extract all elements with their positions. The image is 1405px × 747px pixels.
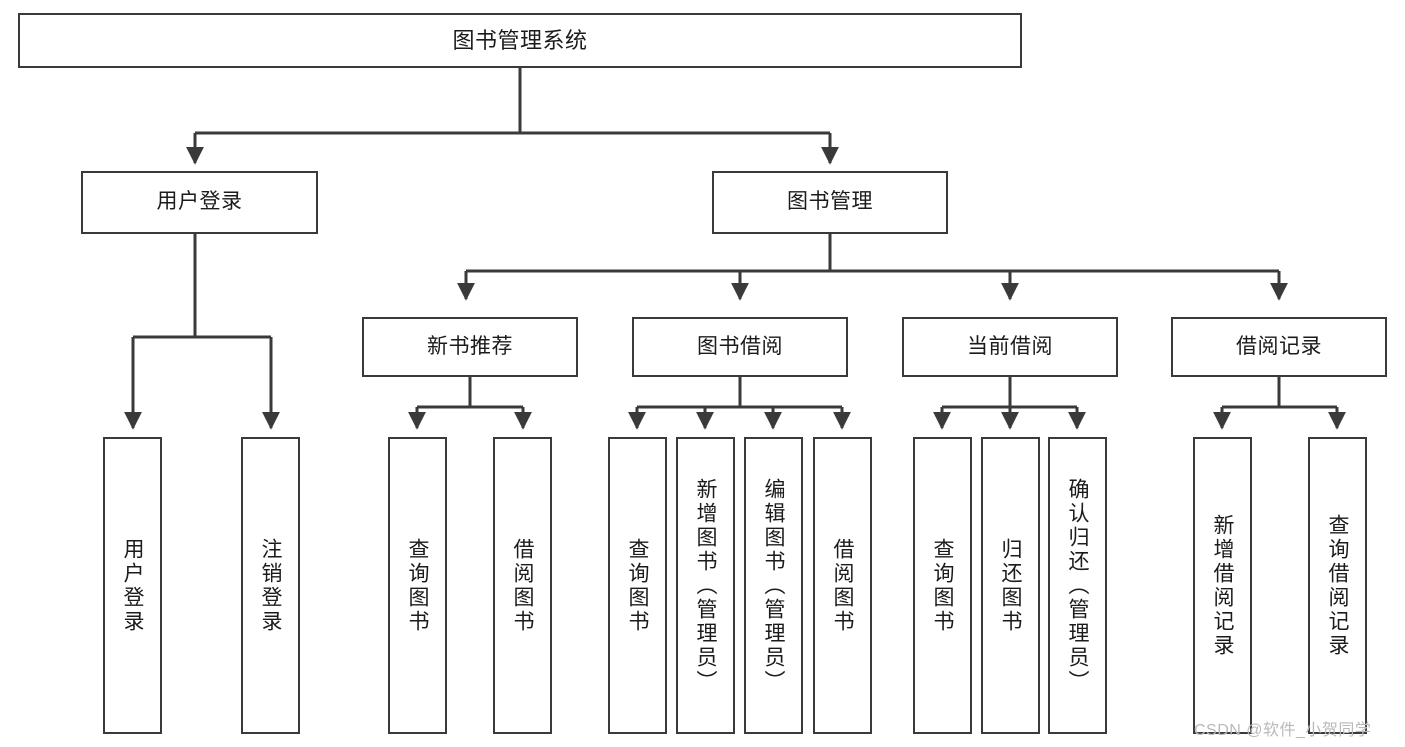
node-borrow-record[interactable]: 借阅记录	[1171, 317, 1387, 377]
node-new-book-recommendation[interactable]: 新书推荐	[362, 317, 578, 377]
node-book-management-label: 图书管理	[787, 190, 873, 214]
leaf-query-book-3[interactable]: 查询图书	[913, 437, 972, 734]
leaf-return-book-label: 归还图书	[999, 537, 1022, 634]
leaf-add-borrow-record[interactable]: 新增借阅记录	[1193, 437, 1252, 734]
node-new-book-recommendation-label: 新书推荐	[427, 334, 513, 358]
node-current-borrow[interactable]: 当前借阅	[902, 317, 1118, 377]
leaf-user-login[interactable]: 用户登录	[103, 437, 162, 734]
leaf-borrow-book-1-label: 借阅图书	[511, 537, 534, 634]
leaf-query-borrow-record[interactable]: 查询借阅记录	[1308, 437, 1367, 734]
leaf-edit-book-admin-label: 编辑图书（管理员）	[762, 477, 785, 694]
leaf-confirm-return-admin[interactable]: 确认归还（管理员）	[1048, 437, 1107, 734]
leaf-query-book-2-label: 查询图书	[626, 537, 649, 634]
node-book-borrow[interactable]: 图书借阅	[632, 317, 848, 377]
leaf-add-borrow-record-label: 新增借阅记录	[1211, 513, 1234, 658]
leaf-add-book-admin[interactable]: 新增图书（管理员）	[676, 437, 735, 734]
leaf-borrow-book-2-label: 借阅图书	[831, 537, 854, 634]
node-book-management[interactable]: 图书管理	[712, 171, 948, 234]
node-current-borrow-label: 当前借阅	[967, 334, 1053, 358]
node-book-borrow-label: 图书借阅	[697, 334, 783, 358]
leaf-user-login-label: 用户登录	[121, 537, 144, 634]
leaf-confirm-return-admin-label: 确认归还（管理员）	[1066, 477, 1089, 694]
leaf-borrow-book-2[interactable]: 借阅图书	[813, 437, 872, 734]
leaf-logout-label: 注销登录	[259, 537, 282, 634]
leaf-return-book[interactable]: 归还图书	[981, 437, 1040, 734]
node-user-login[interactable]: 用户登录	[81, 171, 318, 234]
node-root[interactable]: 图书管理系统	[18, 13, 1022, 68]
csdn-watermark: CSDN @软件_小贺同学	[1194, 722, 1372, 739]
leaf-query-book-3-label: 查询图书	[931, 537, 954, 634]
leaf-query-book-1-label: 查询图书	[406, 537, 429, 634]
leaf-add-book-admin-label: 新增图书（管理员）	[694, 477, 717, 694]
leaf-query-book-1[interactable]: 查询图书	[388, 437, 447, 734]
leaf-logout[interactable]: 注销登录	[241, 437, 300, 734]
leaf-edit-book-admin[interactable]: 编辑图书（管理员）	[744, 437, 803, 734]
leaf-query-borrow-record-label: 查询借阅记录	[1326, 513, 1349, 658]
node-user-login-label: 用户登录	[156, 190, 243, 214]
node-borrow-record-label: 借阅记录	[1236, 334, 1322, 358]
node-root-label: 图书管理系统	[452, 27, 588, 53]
leaf-query-book-2[interactable]: 查询图书	[608, 437, 667, 734]
leaf-borrow-book-1[interactable]: 借阅图书	[493, 437, 552, 734]
